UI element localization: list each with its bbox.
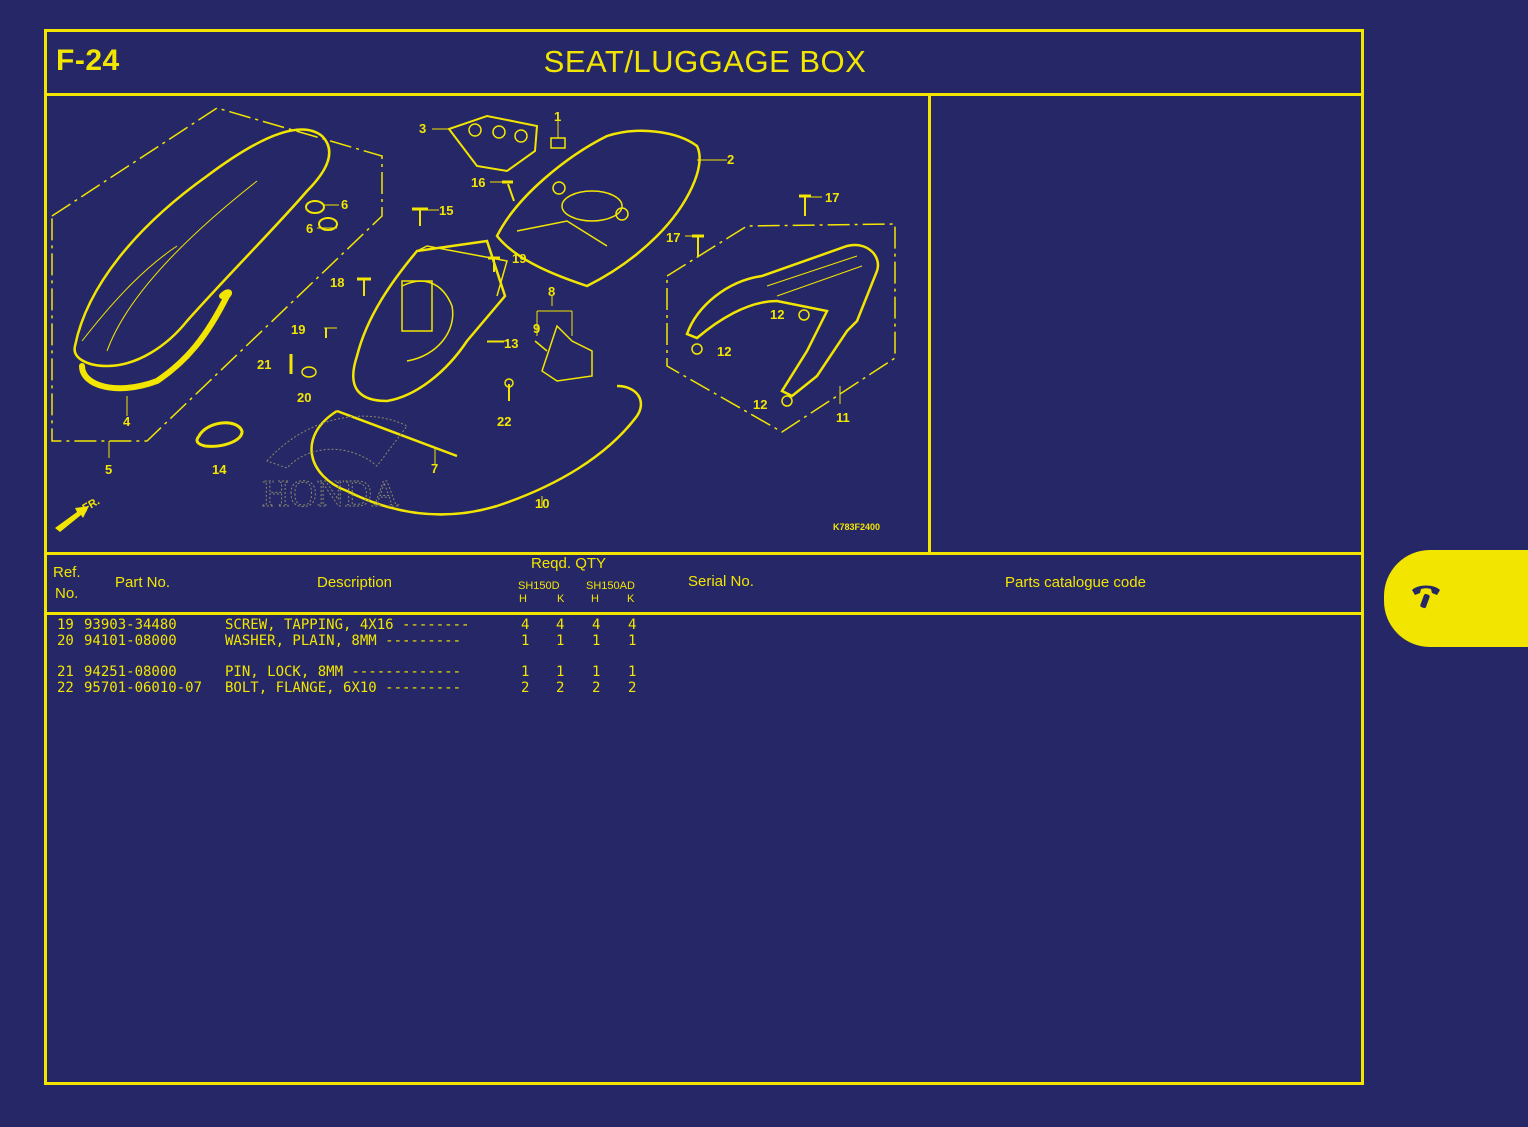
qty-cell: 2 (556, 680, 565, 696)
callout: 8 (548, 284, 555, 299)
callout: 14 (212, 462, 227, 477)
front-arrow-icon: FR. (55, 495, 102, 532)
table-row[interactable]: 21 94251-08000 PIN, LOCK, 8MM ----------… (57, 664, 636, 792)
rear-cover-part (495, 129, 701, 288)
callout: 21 (257, 357, 271, 372)
model-header-sh150d: SH150D (518, 580, 560, 592)
diagram-code: K783F2400 (833, 522, 880, 532)
qty-cell: 2 (521, 680, 530, 696)
seat-part (73, 128, 331, 368)
contact-phone-button[interactable] (1384, 550, 1528, 647)
part-no-cell: 94101-08000 (84, 633, 177, 649)
h-header-2: H (591, 593, 599, 605)
callout: 12 (717, 344, 731, 359)
diagram-divider (44, 552, 1364, 555)
description-cell: PIN, LOCK, 8MM ------------- (225, 664, 462, 680)
callout: 11 (836, 410, 850, 425)
callout: 6 (306, 221, 313, 236)
description-cell: WASHER, PLAIN, 8MM --------- (225, 633, 462, 649)
part-no-cell: 94251-08000 (84, 664, 177, 680)
qty-cell: 1 (628, 664, 637, 680)
qty-cell: 2 (628, 680, 637, 696)
qty-cell: 1 (556, 664, 565, 680)
callout: 9 (533, 321, 540, 336)
k-header-2: K (627, 593, 635, 605)
qty-cell: 2 (592, 680, 601, 696)
callout: 12 (753, 397, 767, 412)
ref-cell: 19 (57, 617, 74, 633)
callout: 5 (105, 462, 112, 477)
part-no-cell: 93903-34480 (84, 617, 177, 633)
svg-text:FR.: FR. (81, 495, 102, 514)
ref-header: Ref. (53, 564, 81, 581)
page-frame (44, 29, 1364, 1085)
part-no-cell: 95701-06010-07 (84, 680, 203, 696)
callout: 22 (497, 414, 511, 429)
callout: 10 (535, 496, 549, 511)
callout: 6 (341, 197, 348, 212)
ref-cell: 22 (57, 680, 74, 696)
callout: 15 (439, 203, 453, 218)
qty-cell: 4 (556, 617, 565, 633)
qty-cell: 4 (628, 617, 637, 633)
qty-cell: 4 (592, 617, 601, 633)
table-header-divider (44, 612, 1364, 615)
callout: 7 (431, 461, 438, 476)
qty-cell: 1 (521, 633, 530, 649)
serial-no-header: Serial No. (688, 573, 754, 590)
callout: 19 (291, 322, 305, 337)
description-cell: BOLT, FLANGE, 6X10 --------- (225, 680, 462, 696)
callout: 20 (297, 390, 311, 405)
callout: 17 (825, 190, 839, 205)
qty-cell: 1 (556, 633, 565, 649)
ref-cell: 21 (57, 664, 74, 680)
ref-cell: 20 (57, 633, 74, 649)
phone-icon (1412, 585, 1440, 609)
qty-cell: 1 (628, 633, 637, 649)
model-header-sh150ad: SH150AD (586, 580, 635, 592)
callout: 3 (419, 121, 426, 136)
k-header-1: K (557, 593, 565, 605)
callout: 16 (471, 175, 485, 190)
catalogue-code-header: Parts catalogue code (1005, 574, 1146, 591)
qty-cell: 1 (521, 664, 530, 680)
callout: 17 (666, 230, 680, 245)
part-no-header: Part No. (115, 574, 171, 591)
qty-cell: 1 (592, 633, 601, 649)
luggage-box-part (352, 239, 507, 403)
callout: 19 (512, 251, 526, 266)
callout: 1 (554, 109, 561, 124)
callout: 12 (770, 307, 784, 322)
rear-rack-part (685, 243, 880, 398)
callout: 2 (727, 152, 734, 167)
page-code: F-24 (56, 44, 120, 77)
callout: 13 (504, 336, 518, 351)
callout: 4 (123, 414, 131, 429)
callout: 18 (330, 275, 344, 290)
description-cell: SCREW, TAPPING, 4X16 -------- (225, 617, 470, 633)
ref-header-2: No. (55, 585, 79, 602)
honda-watermark: HONDA (262, 473, 400, 515)
table-row[interactable]: 19 93903-34480 SCREW, TAPPING, 4X16 ----… (57, 617, 636, 745)
exploded-parts-diagram: HONDA FR. 1 2 3 4 5 6 6 7 8 9 10 11 12 1… (51, 107, 896, 532)
diagram-right-divider (928, 93, 931, 555)
h-header-1: H (519, 593, 527, 605)
qty-cell: 1 (592, 664, 601, 680)
page-title: SEAT/LUGGAGE BOX (543, 44, 867, 79)
qty-cell: 4 (521, 617, 530, 633)
reqd-qty-header: Reqd. QTY (531, 555, 607, 572)
title-divider (44, 93, 1364, 96)
description-header: Description (317, 574, 393, 591)
table-row[interactable]: 20 94101-08000 WASHER, PLAIN, 8MM ------… (57, 633, 636, 761)
table-row[interactable]: 22 95701-06010-07 BOLT, FLANGE, 6X10 ---… (57, 680, 636, 808)
